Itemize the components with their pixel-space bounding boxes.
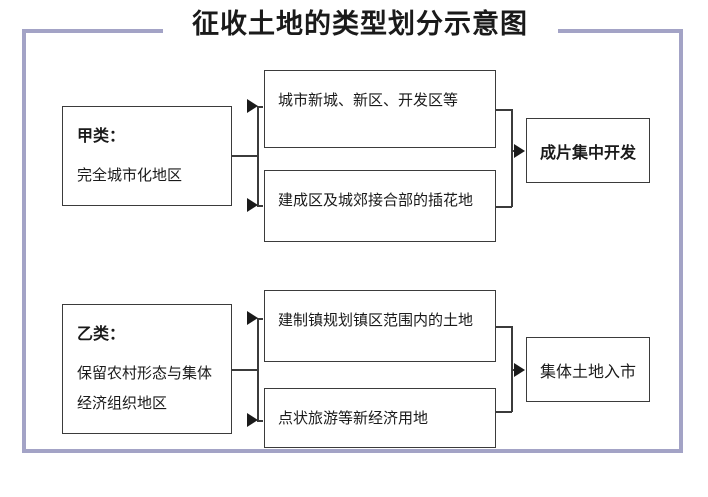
result-box-yi-label: 集体土地入市 [539, 361, 636, 381]
connector-yi-stem [232, 369, 258, 371]
connector-jia-merge-top [496, 109, 512, 111]
category-box-yi: 乙类： 保留农村形态与集体 经济组织地区 [62, 304, 232, 434]
diagram-title: 征收土地的类型划分示意图 [192, 9, 528, 40]
connector-jia-stem [232, 155, 258, 157]
frame-bottom-edge [22, 449, 683, 453]
detail-box-yi-1: 建制镇规划镇区范围内的土地 [264, 290, 496, 362]
connector-jia-to-detail-1 [257, 106, 263, 108]
result-box-jia-label: 成片集中开发 [539, 142, 636, 162]
detail-box-jia-1: 城市新城、新区、开发区等 [264, 70, 496, 148]
arrow-icon-jia-result [514, 144, 525, 158]
result-box-jia: 成片集中开发 [526, 118, 650, 183]
frame-right-edge [679, 29, 683, 453]
connector-jia-merge-vertical [511, 109, 513, 207]
connector-yi-to-detail-1 [257, 318, 263, 320]
connector-jia-branch-up [257, 106, 259, 156]
detail-box-yi-1-label: 建制镇规划镇区范围内的土地 [278, 311, 474, 329]
connector-yi-to-detail-2 [257, 420, 263, 422]
frame-top-left-segment [22, 29, 163, 33]
category-jia-heading: 甲类： [77, 126, 126, 145]
arrow-icon-jia-detail-1 [247, 99, 258, 113]
detail-box-jia-1-label: 城市新城、新区、开发区等 [278, 91, 459, 109]
arrow-icon-yi-result [514, 363, 525, 377]
detail-box-yi-2-label: 点状旅游等新经济用地 [278, 409, 429, 427]
arrow-icon-yi-detail-2 [247, 413, 258, 427]
detail-box-jia-2-label: 建成区及城郊接合部的插花地 [278, 191, 474, 209]
connector-jia-merge-bottom [496, 206, 512, 208]
detail-box-jia-2: 建成区及城郊接合部的插花地 [264, 170, 496, 242]
connector-yi-branch-up [257, 318, 259, 370]
connector-jia-branch-down [257, 155, 259, 206]
category-jia-description: 完全城市化地区 [77, 166, 183, 184]
frame-top-right-segment [558, 29, 683, 33]
connector-yi-merge-bottom [496, 411, 512, 413]
connector-yi-merge-top [496, 326, 512, 328]
category-yi-description-line-1: 保留农村形态与集体 [77, 364, 213, 382]
category-yi-heading: 乙类： [77, 324, 126, 343]
connector-jia-to-detail-2 [257, 205, 263, 207]
result-box-yi: 集体土地入市 [526, 337, 650, 402]
connector-yi-branch-down [257, 369, 259, 421]
frame-left-edge [22, 29, 26, 453]
arrow-icon-jia-detail-2 [247, 198, 258, 212]
category-box-jia: 甲类： 完全城市化地区 [62, 106, 232, 206]
category-yi-description-line-2: 经济组织地区 [77, 394, 168, 412]
detail-box-yi-2: 点状旅游等新经济用地 [264, 388, 496, 448]
arrow-icon-yi-detail-1 [247, 311, 258, 325]
